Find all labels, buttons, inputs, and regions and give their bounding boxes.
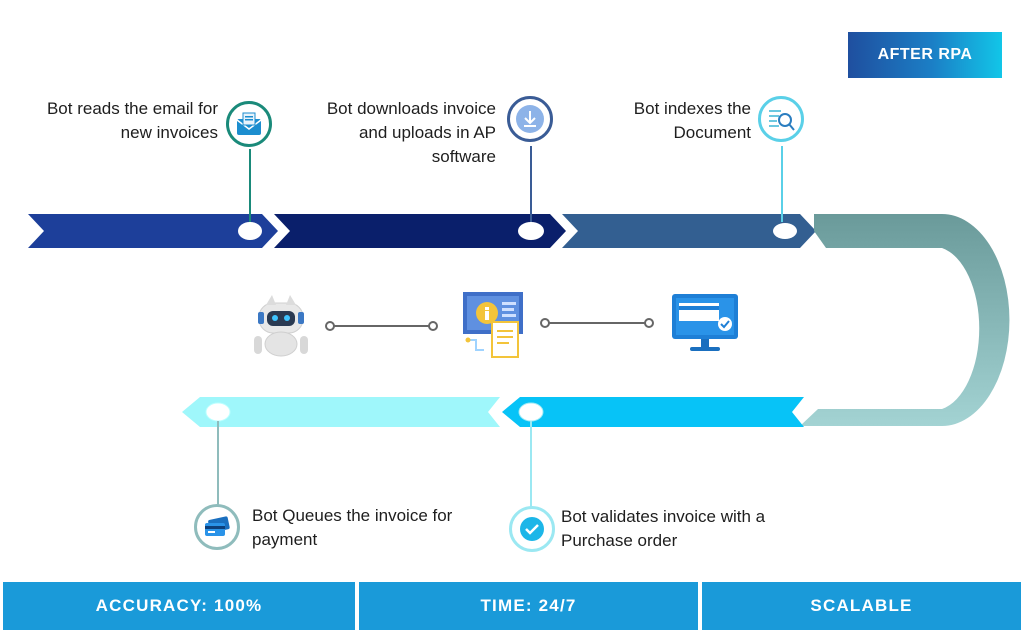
step-1-icon-circle bbox=[226, 101, 272, 147]
milestone-dot-5 bbox=[205, 402, 231, 422]
step-3-label: Bot indexes the Document bbox=[580, 97, 751, 145]
download-icon bbox=[516, 105, 544, 133]
step-5-label: Bot Queues the invoice for payment bbox=[252, 504, 492, 552]
payment-card-icon bbox=[205, 516, 230, 536]
monitor-payment-icon bbox=[672, 294, 738, 351]
step-1-line-2: new invoices bbox=[120, 123, 218, 142]
flow-curve bbox=[800, 214, 1010, 426]
step-2-icon-circle bbox=[507, 96, 553, 142]
after-rpa-badge: AFTER RPA bbox=[848, 32, 1002, 78]
step-2-line-1: Bot downloads invoice bbox=[326, 99, 496, 118]
step-2-label: Bot downloads invoice and uploads in AP … bbox=[290, 97, 496, 169]
footer-scalable: SCALABLE bbox=[702, 582, 1021, 630]
step-5-line-2: payment bbox=[252, 530, 318, 549]
step-4-line-1: Bot validates invoice with a bbox=[561, 507, 766, 526]
search-document-icon bbox=[769, 110, 795, 131]
flow-arrow-segment-5 bbox=[182, 397, 500, 427]
flow-arrow-segment-1 bbox=[28, 214, 278, 248]
illustration-connector-2 bbox=[540, 318, 654, 328]
step-5-line-1: Bot Queues the invoice for bbox=[252, 506, 453, 525]
email-icon bbox=[236, 112, 262, 135]
step-1-label: Bot reads the email for new invoices bbox=[10, 97, 218, 145]
step-3-icon-circle bbox=[758, 96, 804, 142]
step-4-icon-circle bbox=[509, 506, 555, 552]
step-4-label: Bot validates invoice with a Purchase or… bbox=[561, 505, 821, 553]
footer-accuracy: ACCURACY: 100% bbox=[3, 582, 355, 630]
footer-time: TIME: 24/7 bbox=[359, 582, 698, 630]
step-4-line-2: Purchase order bbox=[561, 531, 678, 550]
step-2-line-2: and uploads in AP bbox=[358, 123, 496, 142]
milestone-dot-2 bbox=[518, 222, 544, 240]
illustration-connector-1 bbox=[325, 321, 438, 331]
invoice-computer-icon bbox=[463, 292, 523, 358]
step-1-line-1: Bot reads the email for bbox=[46, 99, 218, 118]
step-3-line-2: Document bbox=[673, 123, 751, 142]
flow-arrow-segment-2 bbox=[274, 214, 566, 248]
flow-arrow-segment-4 bbox=[502, 397, 804, 427]
step-2-line-3: software bbox=[431, 147, 496, 166]
milestone-dot-4 bbox=[518, 402, 544, 422]
milestone-dot-3 bbox=[773, 223, 797, 239]
step-5-icon-circle bbox=[194, 504, 240, 550]
robot-icon bbox=[254, 295, 308, 357]
check-icon bbox=[520, 517, 544, 541]
flow-arrow-segment-3 bbox=[562, 214, 816, 248]
step-3-line-1: Bot indexes the bbox=[633, 99, 751, 118]
milestone-dot-1 bbox=[238, 222, 262, 240]
